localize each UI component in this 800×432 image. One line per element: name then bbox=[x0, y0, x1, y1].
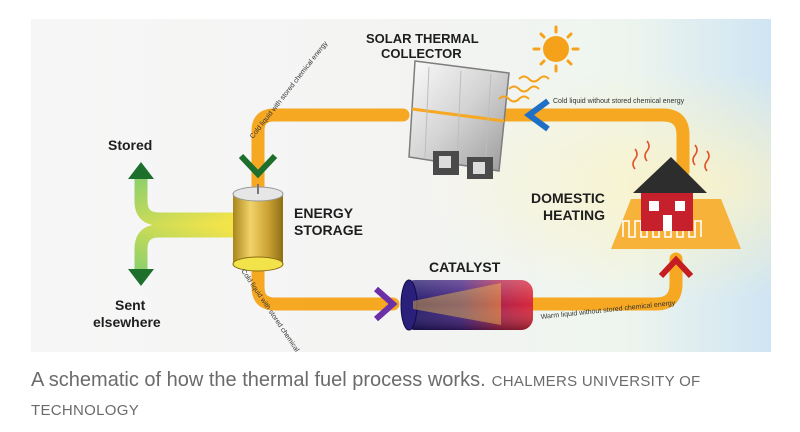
catalyst-tube bbox=[400, 279, 533, 331]
heat-waves-icon bbox=[632, 140, 710, 172]
arrow-stored-up bbox=[128, 162, 154, 179]
branch-stored bbox=[134, 172, 238, 226]
label-stored: Stored bbox=[108, 137, 152, 153]
solar-collector bbox=[408, 60, 510, 179]
pipe-bottom-left bbox=[251, 252, 400, 311]
sun-icon bbox=[532, 25, 580, 73]
pipe-bottom-right bbox=[524, 252, 683, 311]
branch-sent bbox=[134, 224, 238, 276]
pipe-top-left bbox=[251, 108, 410, 206]
label-catalyst: CATALYST bbox=[429, 259, 501, 275]
house-icon bbox=[611, 157, 741, 249]
label-heating-1: DOMESTIC bbox=[531, 190, 605, 206]
label-collector-1: SOLAR THERMAL bbox=[366, 31, 479, 46]
diagram-svg: SOLAR THERMAL COLLECTOR ENERGY STORAGE D… bbox=[31, 19, 771, 352]
chevron-right-purple bbox=[374, 286, 398, 322]
caption-credit: CHALMERS UNIVERSITY OF TECHNOLOGY bbox=[31, 373, 701, 419]
label-collector-2: COLLECTOR bbox=[381, 46, 462, 61]
flow-top-right: Cold liquid without stored chemical ener… bbox=[553, 98, 685, 105]
thermal-fuel-diagram: SOLAR THERMAL COLLECTOR ENERGY STORAGE D… bbox=[31, 19, 771, 352]
label-sent-2: elsewhere bbox=[93, 314, 161, 330]
storage-cylinder bbox=[232, 184, 284, 272]
label-sent-1: Sent bbox=[115, 297, 146, 313]
chevron-up-red bbox=[658, 255, 694, 279]
label-storage-1: ENERGY bbox=[294, 205, 354, 221]
chevron-down-green bbox=[238, 153, 278, 179]
caption-text: A schematic of how the thermal fuel proc… bbox=[31, 369, 486, 391]
arrow-sent-down bbox=[128, 269, 154, 286]
heat-rays-icon bbox=[498, 75, 550, 103]
label-heating-2: HEATING bbox=[543, 207, 605, 223]
chevron-left-blue bbox=[523, 98, 550, 132]
pipe-top-right bbox=[494, 108, 690, 178]
label-storage-2: STORAGE bbox=[294, 222, 363, 238]
figure-caption: A schematic of how the thermal fuel proc… bbox=[31, 366, 771, 425]
